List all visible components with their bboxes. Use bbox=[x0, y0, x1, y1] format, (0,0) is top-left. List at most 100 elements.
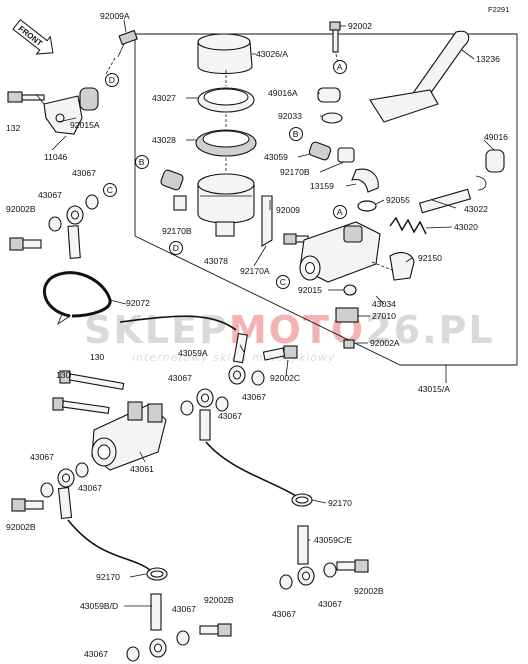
label-43067-e[interactable]: 43067 bbox=[168, 373, 192, 383]
washer-43067-bottom-b bbox=[126, 646, 140, 662]
label-49016[interactable]: 49016 bbox=[484, 132, 508, 142]
label-92002b-b[interactable]: 92002B bbox=[6, 522, 36, 532]
label-92170-a[interactable]: 92170 bbox=[96, 572, 120, 582]
label-43078[interactable]: 43078 bbox=[204, 256, 228, 266]
label-92002a[interactable]: 92002A bbox=[370, 338, 400, 348]
label-43067-j[interactable]: 43067 bbox=[272, 609, 296, 619]
label-92015[interactable]: 92015 bbox=[298, 285, 322, 295]
watermark-brand-c: 26.PL bbox=[365, 308, 494, 352]
label-43022[interactable]: 43022 bbox=[464, 204, 488, 214]
label-43067-g[interactable]: 43067 bbox=[218, 411, 242, 421]
label-43026a[interactable]: 43026/A bbox=[256, 49, 288, 59]
label-43027[interactable]: 43027 bbox=[152, 93, 176, 103]
holder-43034-part bbox=[389, 252, 415, 281]
label-92002c[interactable]: 92002C bbox=[270, 373, 300, 383]
label-43059[interactable]: 43059 bbox=[264, 152, 288, 162]
label-92009a[interactable]: 92009A bbox=[100, 11, 130, 21]
label-43067-c[interactable]: 43067 bbox=[30, 452, 54, 462]
label-132[interactable]: 132 bbox=[6, 123, 21, 133]
label-43015a[interactable]: 43015/A bbox=[418, 384, 450, 394]
label-92009[interactable]: 92009 bbox=[276, 205, 300, 215]
bracket-92170a-part bbox=[261, 195, 273, 247]
piston-boot-49016-part bbox=[485, 149, 505, 173]
label-13236[interactable]: 13236 bbox=[476, 54, 500, 64]
bolt-92009a-part bbox=[117, 29, 138, 58]
strap-92072-part bbox=[43, 271, 112, 326]
label-43067-h[interactable]: 43067 bbox=[172, 604, 196, 614]
washer-43067-center-b bbox=[180, 400, 194, 416]
bracket-11046-part bbox=[43, 87, 99, 135]
oring-92055-part bbox=[357, 200, 377, 212]
label-43028[interactable]: 43028 bbox=[152, 135, 176, 145]
plate-43027-part bbox=[197, 87, 255, 113]
label-49016a[interactable]: 49016A bbox=[268, 88, 298, 98]
bolt-92002b-bottom-part bbox=[199, 623, 232, 637]
callout-d-upper: D bbox=[105, 73, 119, 87]
label-43020[interactable]: 43020 bbox=[454, 222, 478, 232]
label-43067-b[interactable]: 43067 bbox=[38, 190, 62, 200]
svg-text:C: C bbox=[107, 185, 113, 195]
part-labels: 92009A 132 92015A 11046 43067 43067 9200… bbox=[6, 11, 508, 659]
svg-text:D: D bbox=[109, 75, 115, 85]
label-92002b-a[interactable]: 92002B bbox=[6, 204, 36, 214]
label-92015a[interactable]: 92015A bbox=[70, 120, 100, 130]
svg-text:A: A bbox=[337, 207, 343, 217]
label-130-a[interactable]: 130 bbox=[90, 352, 105, 362]
label-130-b[interactable]: 130 bbox=[56, 370, 71, 380]
guide-screw bbox=[335, 53, 339, 65]
fitting-43059ce-lower-part bbox=[297, 525, 315, 586]
washer-43067-right-a bbox=[279, 574, 293, 590]
label-92170a[interactable]: 92170A bbox=[240, 266, 270, 276]
label-43034[interactable]: 43034 bbox=[372, 299, 396, 309]
label-43067-d[interactable]: 43067 bbox=[78, 483, 102, 493]
label-92170b-a[interactable]: 92170B bbox=[162, 226, 192, 236]
label-92002[interactable]: 92002 bbox=[348, 21, 372, 31]
guide-92009a bbox=[105, 57, 116, 75]
bolt-92002c-part bbox=[262, 345, 298, 361]
label-92170-b[interactable]: 92170 bbox=[328, 498, 352, 508]
label-27010[interactable]: 27010 bbox=[372, 311, 396, 321]
washer-43067-lower-b bbox=[75, 462, 89, 478]
label-92055[interactable]: 92055 bbox=[386, 195, 410, 205]
front-arrow-icon: FRONT bbox=[12, 19, 54, 55]
boot-49016a-part bbox=[317, 87, 341, 103]
label-43061[interactable]: 43061 bbox=[130, 464, 154, 474]
label-43067-k[interactable]: 43067 bbox=[318, 599, 342, 609]
label-11046[interactable]: 11046 bbox=[44, 152, 67, 162]
label-92150[interactable]: 92150 bbox=[418, 253, 442, 263]
assembly-frame bbox=[134, 33, 518, 366]
label-92002b-c[interactable]: 92002B bbox=[204, 595, 234, 605]
cap-92015-part bbox=[343, 284, 357, 296]
hose-43059ce-part bbox=[205, 441, 297, 497]
bolt-130-upper-part bbox=[59, 370, 125, 390]
hose-fitting-13159-part bbox=[351, 168, 379, 193]
hose-43059bd-part bbox=[67, 519, 151, 571]
diagram-code: F2291 bbox=[488, 5, 509, 14]
bolt-92002b-right-part bbox=[336, 559, 369, 573]
clamp-92170b-left-part bbox=[160, 169, 187, 211]
banjo-fitting-mid-part bbox=[196, 388, 214, 441]
label-43059bd[interactable]: 43059B/D bbox=[80, 601, 118, 611]
label-43059ce[interactable]: 43059C/E bbox=[314, 535, 352, 545]
watermark-brand-a: SKLEP bbox=[84, 308, 229, 352]
label-43067-a[interactable]: 43067 bbox=[72, 168, 96, 178]
label-92072[interactable]: 92072 bbox=[126, 298, 150, 308]
callout-d-lower: D bbox=[169, 241, 183, 255]
callout-c-left: C bbox=[103, 183, 117, 197]
bolt-132-part bbox=[7, 91, 45, 103]
label-92033[interactable]: 92033 bbox=[278, 111, 302, 121]
reservoir-43078-part bbox=[197, 173, 255, 237]
label-13159[interactable]: 13159 bbox=[310, 181, 334, 191]
rear-master-cylinder-43061-part bbox=[91, 401, 167, 471]
washer-43067-bottom-a bbox=[176, 630, 190, 646]
label-43067-i[interactable]: 43067 bbox=[84, 649, 108, 659]
label-92170b-b[interactable]: 92170B bbox=[280, 167, 310, 177]
label-92002b-d[interactable]: 92002B bbox=[354, 586, 384, 596]
label-43067-f[interactable]: 43067 bbox=[242, 392, 266, 402]
svg-text:B: B bbox=[293, 129, 299, 139]
washer-43067-right-b bbox=[323, 562, 337, 578]
callout-c-right: C bbox=[276, 275, 290, 289]
label-43059a[interactable]: 43059A bbox=[178, 348, 208, 358]
clamp-92170b-right-part bbox=[337, 147, 355, 163]
